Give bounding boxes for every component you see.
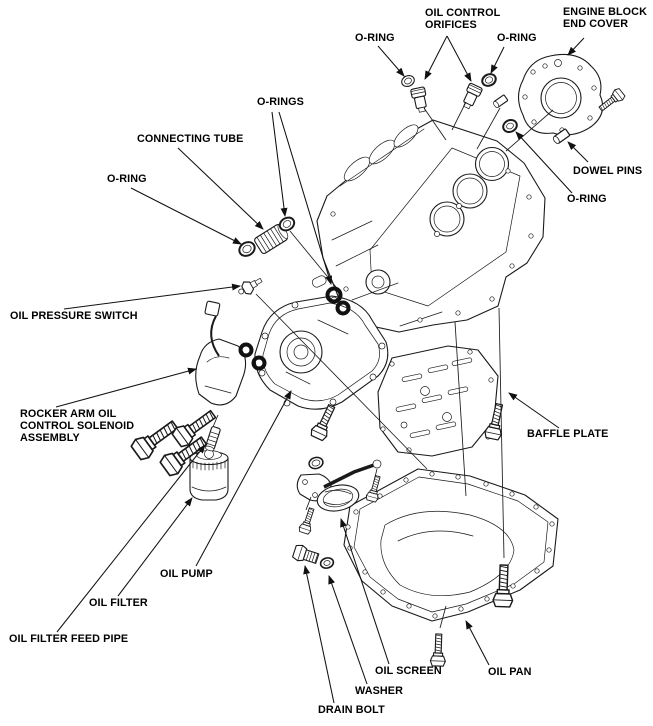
leader-line [63,283,241,310]
label-oil-pump: OIL PUMP [160,568,213,580]
leader-line [303,565,335,704]
dowel-pin-1 [493,94,509,108]
leader-line [195,390,292,567]
assembly-line [305,496,312,511]
assembly-line [505,109,554,152]
label-baffle-plate: BAFFLE PLATE [527,428,609,440]
assembly-line [439,605,447,629]
leader-line [328,575,368,685]
baffle-plate-part [377,345,499,457]
leader-line [377,45,405,77]
assembly-line [454,321,467,497]
leader-line [55,367,197,408]
label-oil-pan: OIL PAN [488,666,532,678]
o-ring-3 [502,118,518,134]
leader-line [56,444,206,633]
o-ring-1 [401,74,415,88]
assembly-line [423,107,447,141]
leader-line [177,147,264,230]
leader-line [446,35,472,82]
oil-filter-part [189,449,229,501]
assembly-line [451,101,467,131]
label-rocker-arm-oil-control-solenoid-assembly: ROCKER ARM OIL CONTROL SOLENOID ASSEMBLY [20,408,135,444]
oil-screen-part [296,459,382,512]
dowel-pin-2 [552,128,571,144]
o-ring-2 [481,73,497,87]
oil-control-orifice-2 [463,82,483,110]
label-oil-pressure-switch: OIL PRESSURE SWITCH [10,310,138,322]
label-oil-filter-feed-pipe: OIL FILTER FEED PIPE [9,633,129,645]
leader-line [465,620,490,666]
o-ring-6 [308,456,324,470]
leader-line [340,518,390,665]
o-ring-seals [238,73,518,470]
label-oil-control-orifices: OIL CONTROL ORIFICES [425,7,501,31]
label-connecting-tube: CONNECTING TUBE [137,133,244,145]
assembly-line [212,414,219,428]
label-o-ring-right: O-RING [567,193,607,205]
label-engine-block-end-cover: ENGINE BLOCK END COVER [563,6,647,30]
label-o-rings: O-RINGS [257,96,304,108]
leader-line [117,497,193,597]
label-o-ring-top-left: O-RING [355,32,395,44]
assembly-line [255,293,428,470]
leader-line [567,141,589,163]
leader-line [567,37,585,56]
leader-line [278,111,333,285]
leader-line [424,35,448,80]
engine-block-end-cover-part [517,53,604,136]
rocker-arm-oil-control-solenoid-assembly-part [195,300,247,406]
label-oil-filter: OIL FILTER [89,597,148,609]
oil-pump-part [254,295,389,410]
assembly-line [476,107,501,150]
leader-line [130,187,242,245]
assembly-line [373,468,378,482]
label-oil-screen: OIL SCREEN [375,665,442,677]
o-ring-4 [278,216,296,232]
label-washer: WASHER [355,685,403,697]
o-ring-5 [238,241,256,257]
assembly-line [498,307,505,559]
oil-control-orifice-1 [410,86,427,113]
drain-bolt-part [292,544,320,564]
pump-inlet-o-rings [325,286,351,316]
label-dowel-pins: DOWEL PINS [573,165,643,177]
leader-line [490,46,505,74]
engine-block [316,119,546,333]
leader-line [508,392,560,429]
solenoid-gasket-o-rings [238,342,267,371]
label-drain-bolt: DRAIN BOLT [318,704,385,716]
leader-line [271,111,288,217]
oil-filter-feed-pipe-part [204,426,221,452]
label-o-ring-left: O-RING [107,173,147,185]
leader-line [515,131,573,194]
washer-part [319,557,335,569]
label-o-ring-top-mid: O-RING [497,32,537,44]
